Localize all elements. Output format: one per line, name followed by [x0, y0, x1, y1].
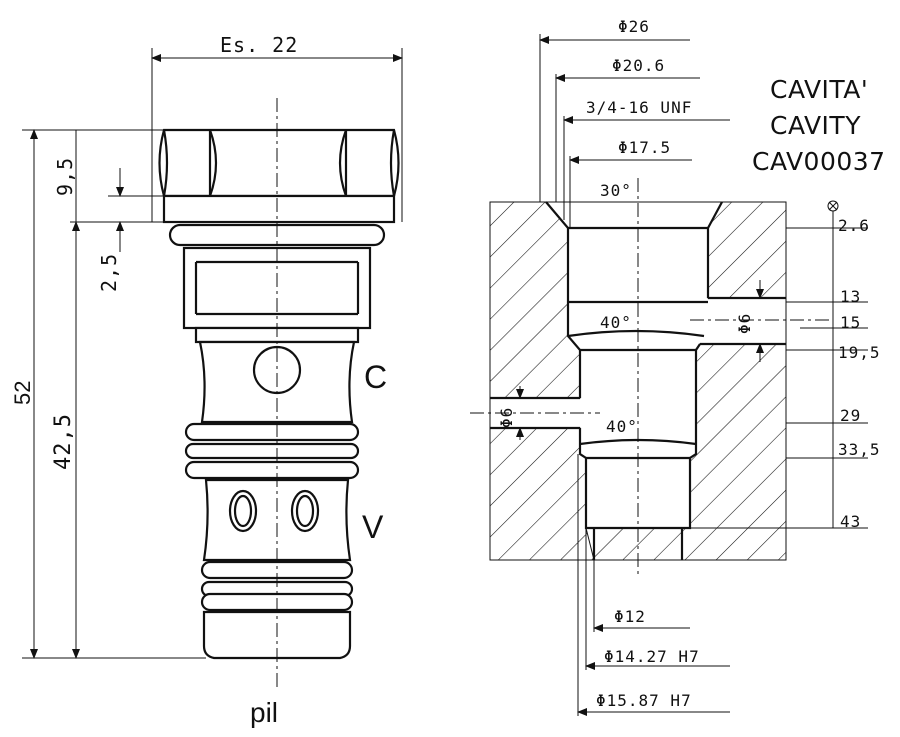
hex-width-label: Es. 22: [220, 33, 298, 57]
dia-14-27-label: Φ14.27 H7: [604, 647, 700, 666]
dia-26-label: Φ26: [618, 17, 650, 36]
angle-30-label: 30°: [600, 181, 632, 200]
cavity-top-diameters: Φ26 Φ20.6 3/4-16 UNF Φ17.5 30° 40° 40°: [539, 17, 730, 436]
side-port-right-label: Φ6: [735, 313, 754, 334]
port-c-label: C: [364, 359, 387, 395]
valve-drawing: [158, 98, 400, 690]
cavity-title-line-1: CAVITA': [770, 75, 868, 104]
depth-19-5-label: 19,5: [838, 343, 881, 362]
angle-40-lower-label: 40°: [606, 417, 638, 436]
depth-29-label: 29: [840, 406, 861, 425]
depth-2-6-label: 2.6: [838, 216, 870, 235]
side-port-left-label: Φ6: [497, 407, 516, 428]
total-height-label: 52: [10, 381, 35, 405]
thread-label: 3/4-16 UNF: [586, 98, 692, 117]
dia-15-87-label: Φ15.87 H7: [596, 691, 692, 710]
cavity-title-line-2: CAVITY: [770, 111, 861, 140]
valve-body-port-v: [202, 478, 352, 562]
port-pil-label: pil: [250, 697, 278, 728]
valve-dimensions: Es. 22 52 42,5 9,5 2,5 C V pil: [10, 33, 403, 728]
port-v-label: V: [362, 509, 384, 545]
cavity-outline: [489, 201, 787, 561]
cavity-depths: 2.6 13 15 19,5 29 33,5 43 Φ6 Φ6: [497, 200, 881, 531]
dia-20-6-label: Φ20.6: [612, 56, 665, 75]
depth-43-label: 43: [840, 512, 861, 531]
depth-13-label: 13: [840, 287, 861, 306]
valve-middle-o-rings: [184, 422, 360, 480]
flange-height-label: 2,5: [97, 253, 121, 292]
angle-40-upper-label: 40°: [600, 313, 632, 332]
depth-33-5-label: 33,5: [838, 440, 881, 459]
dia-17-5-label: Φ17.5: [618, 138, 671, 157]
cavity-drawing: [470, 178, 830, 578]
depth-15-label: 15: [840, 313, 861, 332]
valve-flange: [162, 194, 396, 224]
cavity-title: CAVITA' CAVITY CAV00037: [752, 75, 886, 176]
valve-hex-nut: [158, 128, 400, 198]
hex-height-label: 9,5: [53, 157, 77, 196]
cavity-title-line-3: CAV00037: [752, 147, 886, 176]
cavity-bottom-diameters: Φ12 Φ14.27 H7 Φ15.87 H7: [577, 454, 730, 716]
dia-12-label: Φ12: [614, 607, 646, 626]
body-height-label: 42,5: [51, 413, 76, 470]
